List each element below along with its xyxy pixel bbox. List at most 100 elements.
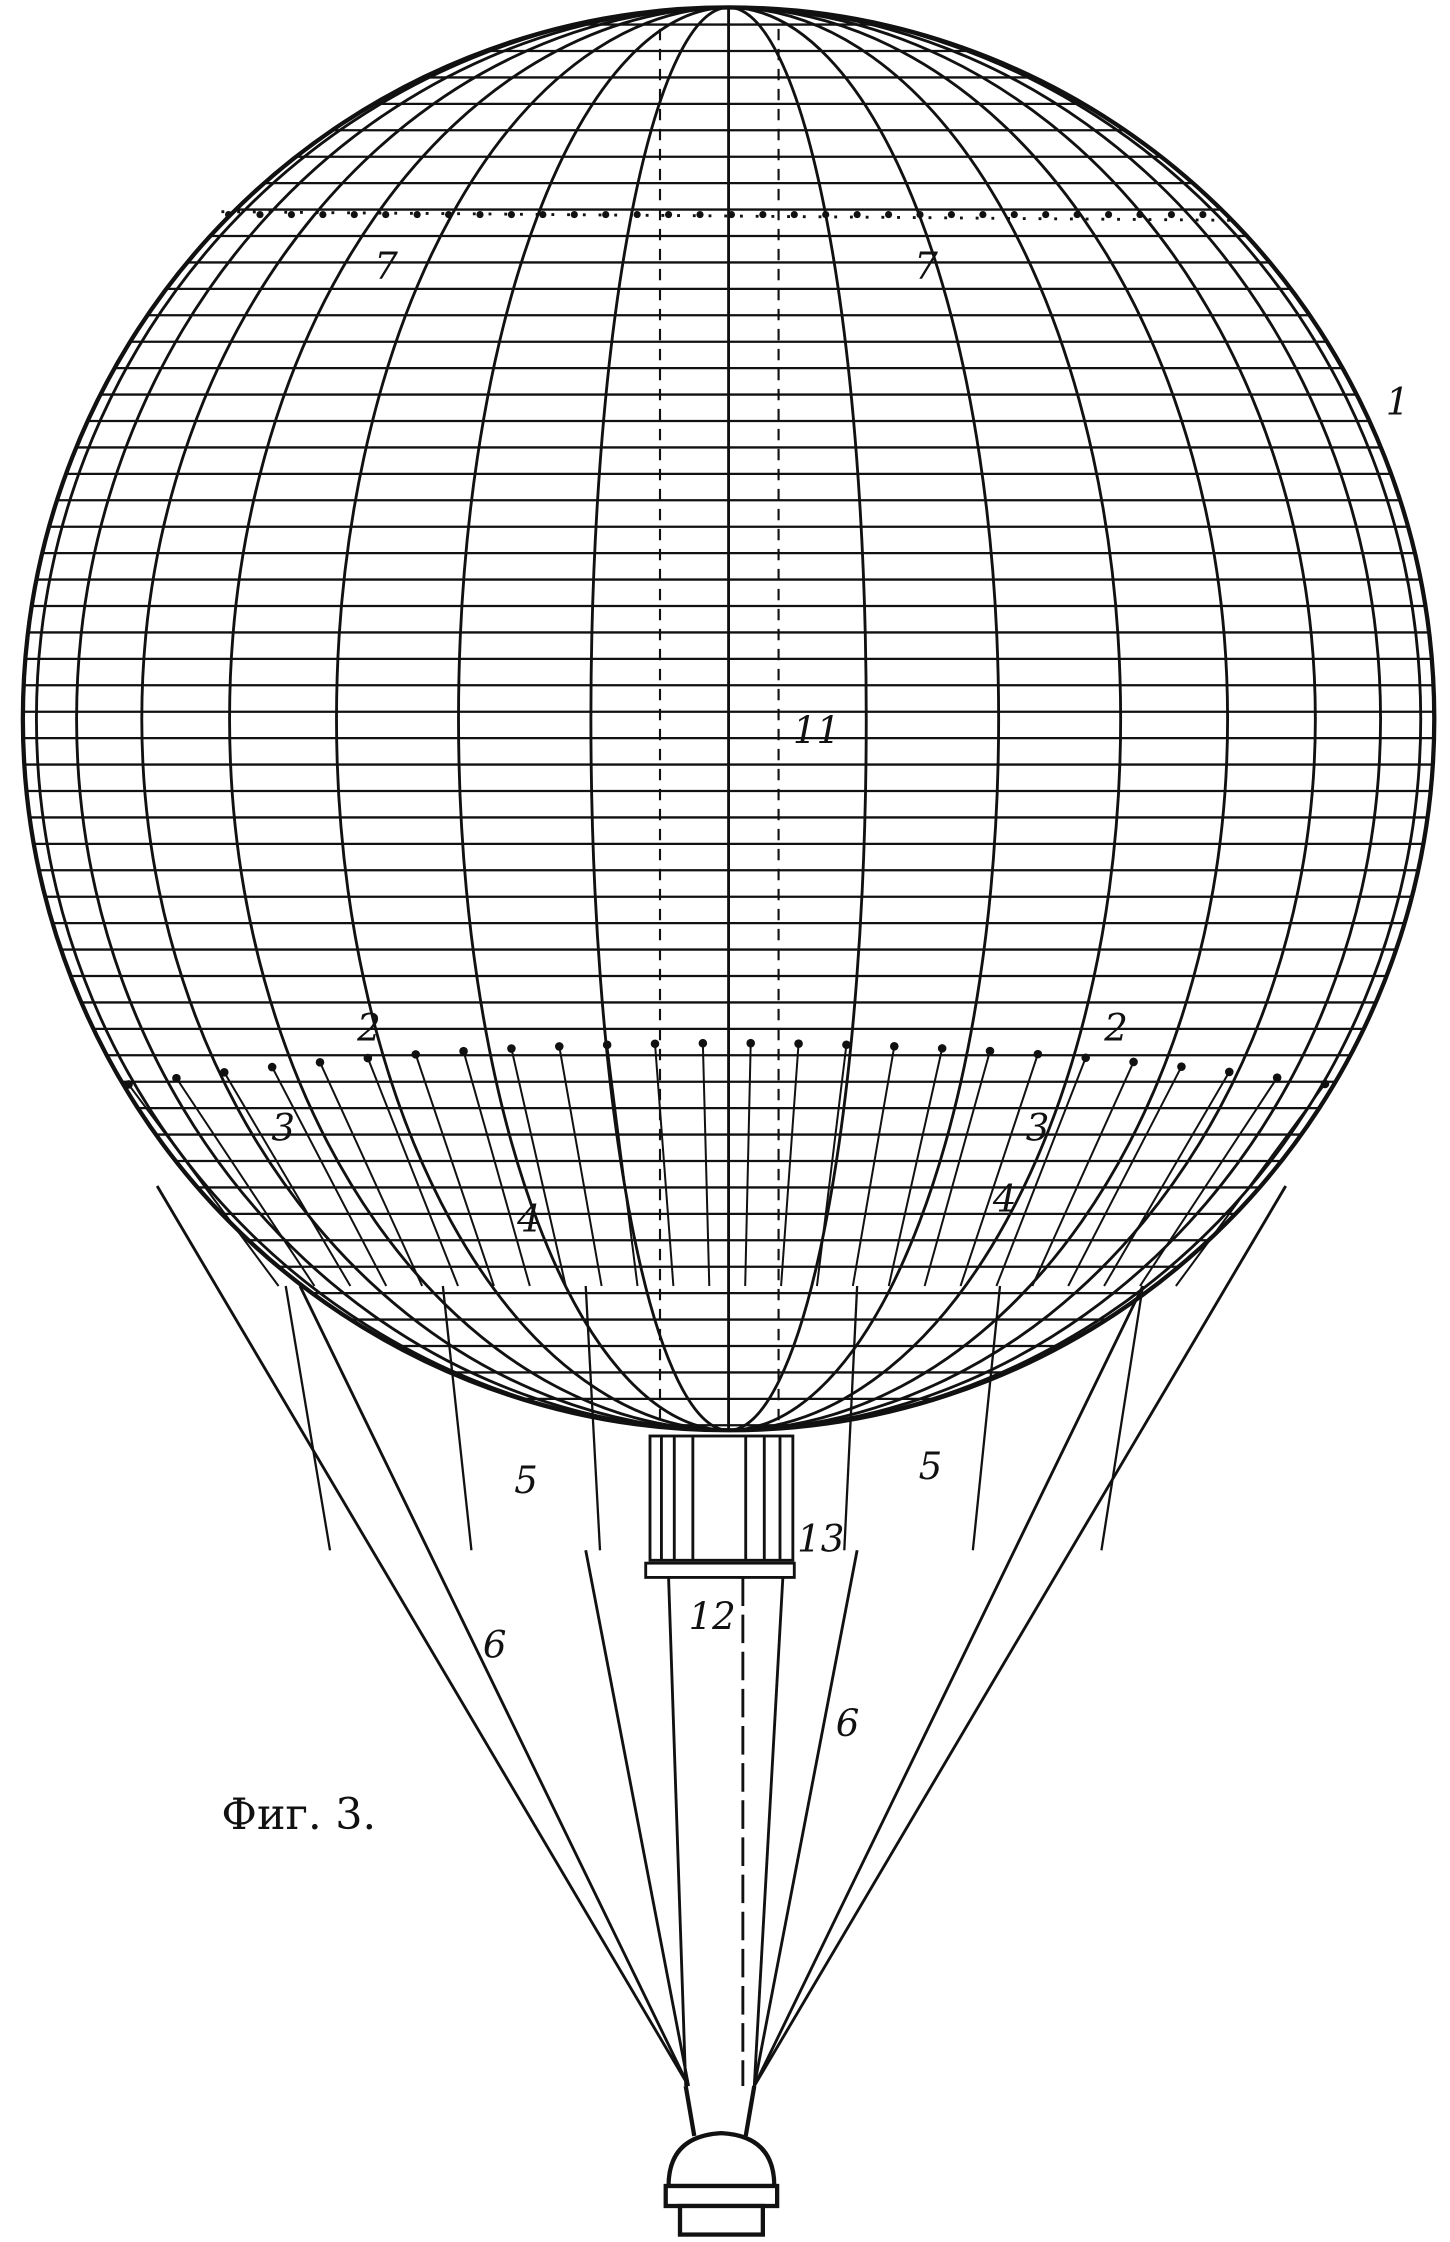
suspension-line (606, 1044, 639, 1287)
suspension-line (414, 1054, 495, 1287)
rigging-line-6 (584, 1550, 690, 2087)
attachment-dot (363, 1053, 373, 1063)
suspension-line (510, 1048, 567, 1287)
figure-caption: Фиг. 3. (221, 1790, 376, 1840)
label-7-left: 7 (374, 245, 398, 288)
suspension-line (462, 1050, 531, 1287)
label-5-left: 5 (514, 1459, 538, 1502)
seam-dot (1199, 211, 1207, 219)
seam-dot (256, 211, 264, 219)
seam-dot (979, 211, 987, 219)
suspension-line (923, 1050, 991, 1287)
label-4-left: 4 (516, 1198, 541, 1241)
seam-dot (1136, 211, 1144, 219)
seam-dot (1073, 211, 1081, 219)
suspension-line (1175, 1083, 1326, 1287)
suspension-line (366, 1057, 459, 1287)
label-12: 12 (689, 1595, 736, 1638)
envelope-gores (21, 6, 1436, 1432)
seam-dot (1042, 211, 1050, 219)
seam-dot (382, 211, 390, 219)
suspension-line (815, 1044, 848, 1287)
seam-dot (696, 211, 704, 219)
label-3-left: 3 (271, 1106, 295, 1149)
seam-dot (633, 211, 641, 219)
suspension-line (887, 1048, 944, 1287)
suspension-line (744, 1043, 752, 1287)
seam-dot (350, 211, 358, 219)
attachment-dot (1129, 1057, 1138, 1067)
rigging-line-5 (971, 1285, 1002, 1551)
rigging-line-6 (753, 1285, 1145, 2087)
attachment-dot (1081, 1053, 1090, 1063)
suspension-line (223, 1071, 352, 1287)
suspension-line (701, 1043, 711, 1287)
label-6-right: 6 (836, 1702, 860, 1745)
seam-dot (916, 211, 924, 219)
attachment-points (124, 211, 1330, 1089)
seam-dot (665, 211, 673, 219)
attachment-dot (507, 1044, 516, 1053)
rigging-line-6 (155, 1185, 690, 2087)
suspension-line (995, 1057, 1087, 1287)
suspension-line (1103, 1071, 1231, 1287)
rigging-line-6 (753, 1185, 1287, 2087)
suspension-line (1067, 1066, 1183, 1287)
label-1: 1 (1386, 381, 1410, 424)
label-13: 13 (797, 1518, 844, 1561)
seam-dot (539, 211, 547, 219)
suspension-line (175, 1077, 316, 1287)
suspension-line (271, 1066, 388, 1287)
seam-dot (225, 211, 233, 219)
seam-dot (1167, 211, 1175, 219)
seam-dot (853, 211, 861, 219)
rigging-line-6 (298, 1285, 690, 2087)
label-7-right: 7 (914, 245, 938, 288)
label-3-right: 3 (1026, 1106, 1050, 1149)
seam-dot (822, 211, 830, 219)
rigging-line-5 (1100, 1285, 1144, 1551)
seam-dot (507, 211, 515, 219)
seam-dot (476, 211, 484, 219)
suspension-line (780, 1043, 800, 1287)
seam-dotted-line (221, 210, 1232, 222)
load-ring (644, 1561, 796, 1579)
suspension-line (1031, 1061, 1135, 1287)
seam-dot (790, 211, 798, 219)
rigging-line-6 (752, 1550, 859, 2087)
seam-dot (445, 211, 453, 219)
gondola (663, 2085, 780, 2237)
appendix (644, 1434, 796, 2087)
label-11: 11 (793, 709, 840, 752)
rigging-lines (127, 1043, 1326, 2087)
seam-dot (602, 211, 610, 219)
seam-dot (759, 211, 767, 219)
rigging-line-5 (441, 1285, 473, 1551)
label-2-right: 2 (1103, 1006, 1128, 1049)
suspension-line (127, 1083, 280, 1287)
attachment-dot (267, 1062, 277, 1072)
envelope-outline (20, 5, 1437, 1433)
seam-dot (570, 211, 578, 219)
seam-dot (885, 211, 893, 219)
seam-dot (727, 211, 735, 219)
suspension-line (558, 1046, 603, 1287)
seam-dot (413, 211, 421, 219)
suspension-line (654, 1043, 675, 1287)
label-6-left: 6 (483, 1623, 507, 1666)
seam-dot (947, 211, 955, 219)
rigging-line-5 (843, 1285, 859, 1551)
suspension-line (959, 1053, 1039, 1287)
label-2-left: 2 (356, 1006, 381, 1049)
label-4-right: 4 (992, 1178, 1017, 1221)
seam-dot (287, 211, 295, 219)
attachment-dot (459, 1046, 468, 1056)
label-5-right: 5 (919, 1445, 943, 1488)
suspension-line (1139, 1077, 1278, 1287)
rigging-line-5 (584, 1285, 602, 1551)
suspension-line (851, 1046, 896, 1287)
rigging-line-5 (284, 1285, 332, 1551)
seam-dot (319, 211, 327, 219)
